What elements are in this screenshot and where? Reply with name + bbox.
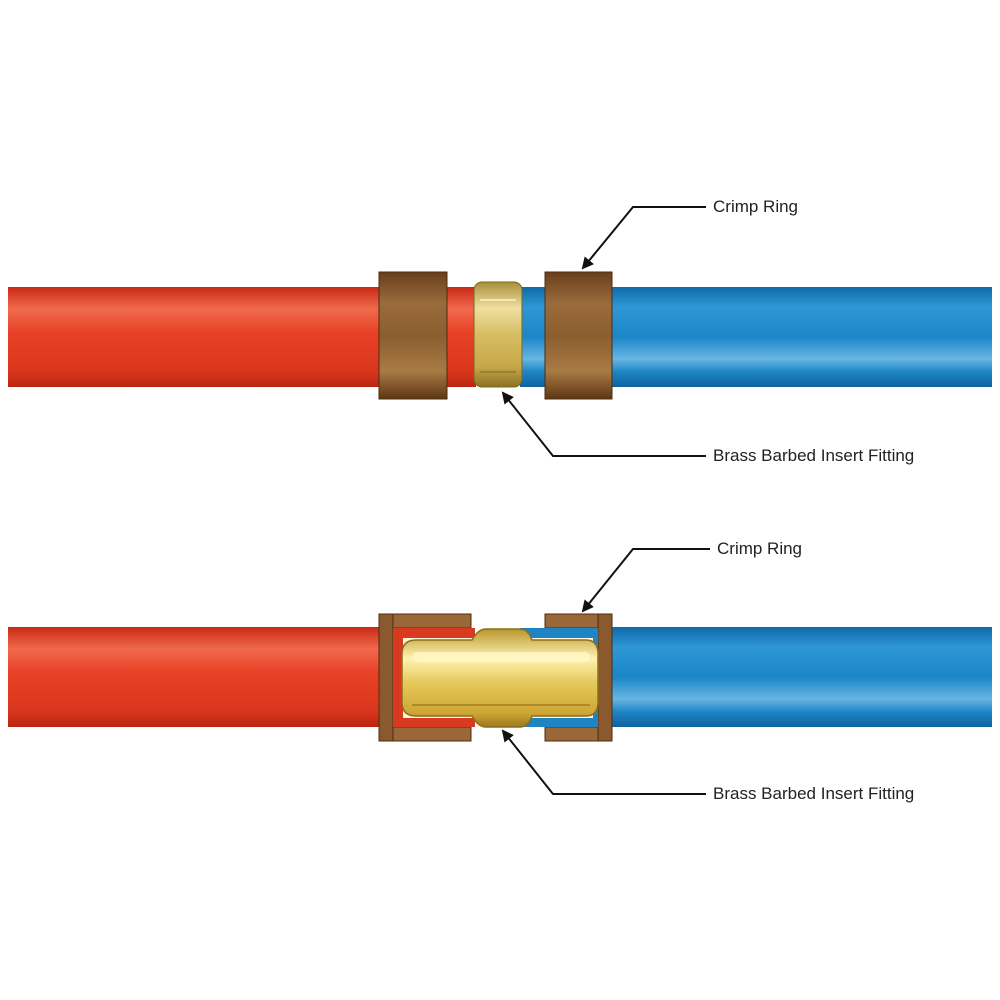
brass-insert-fitting-cutaway (401, 628, 599, 728)
red-pex-pipe-cutaway (8, 627, 388, 727)
cutaway-fitting-label: Brass Barbed Insert Fitting (713, 784, 915, 803)
crimp-ring-left (378, 271, 448, 400)
crimp-ring-left-section (378, 613, 472, 742)
top-assembly (8, 271, 992, 400)
cutaway-assembly (8, 613, 992, 742)
leader-top-crimp-ring (581, 206, 706, 270)
leader-cutaway-crimp-ring (581, 548, 710, 613)
leader-top-fitting (501, 391, 706, 457)
cutaway-crimp-ring-label: Crimp Ring (717, 539, 803, 558)
crimp-ring-right (544, 271, 613, 400)
blue-pex-pipe-end (520, 287, 548, 387)
red-pex-pipe-end (446, 287, 476, 387)
crimp-ring-label: Crimp Ring (713, 197, 799, 216)
leader-cutaway-fitting (501, 729, 706, 795)
blue-pex-pipe-cutaway (604, 627, 992, 727)
brass-fitting-visible (473, 281, 523, 388)
red-pex-pipe (8, 287, 380, 387)
blue-pex-pipe (612, 287, 992, 387)
fitting-label: Brass Barbed Insert Fitting (713, 446, 915, 465)
